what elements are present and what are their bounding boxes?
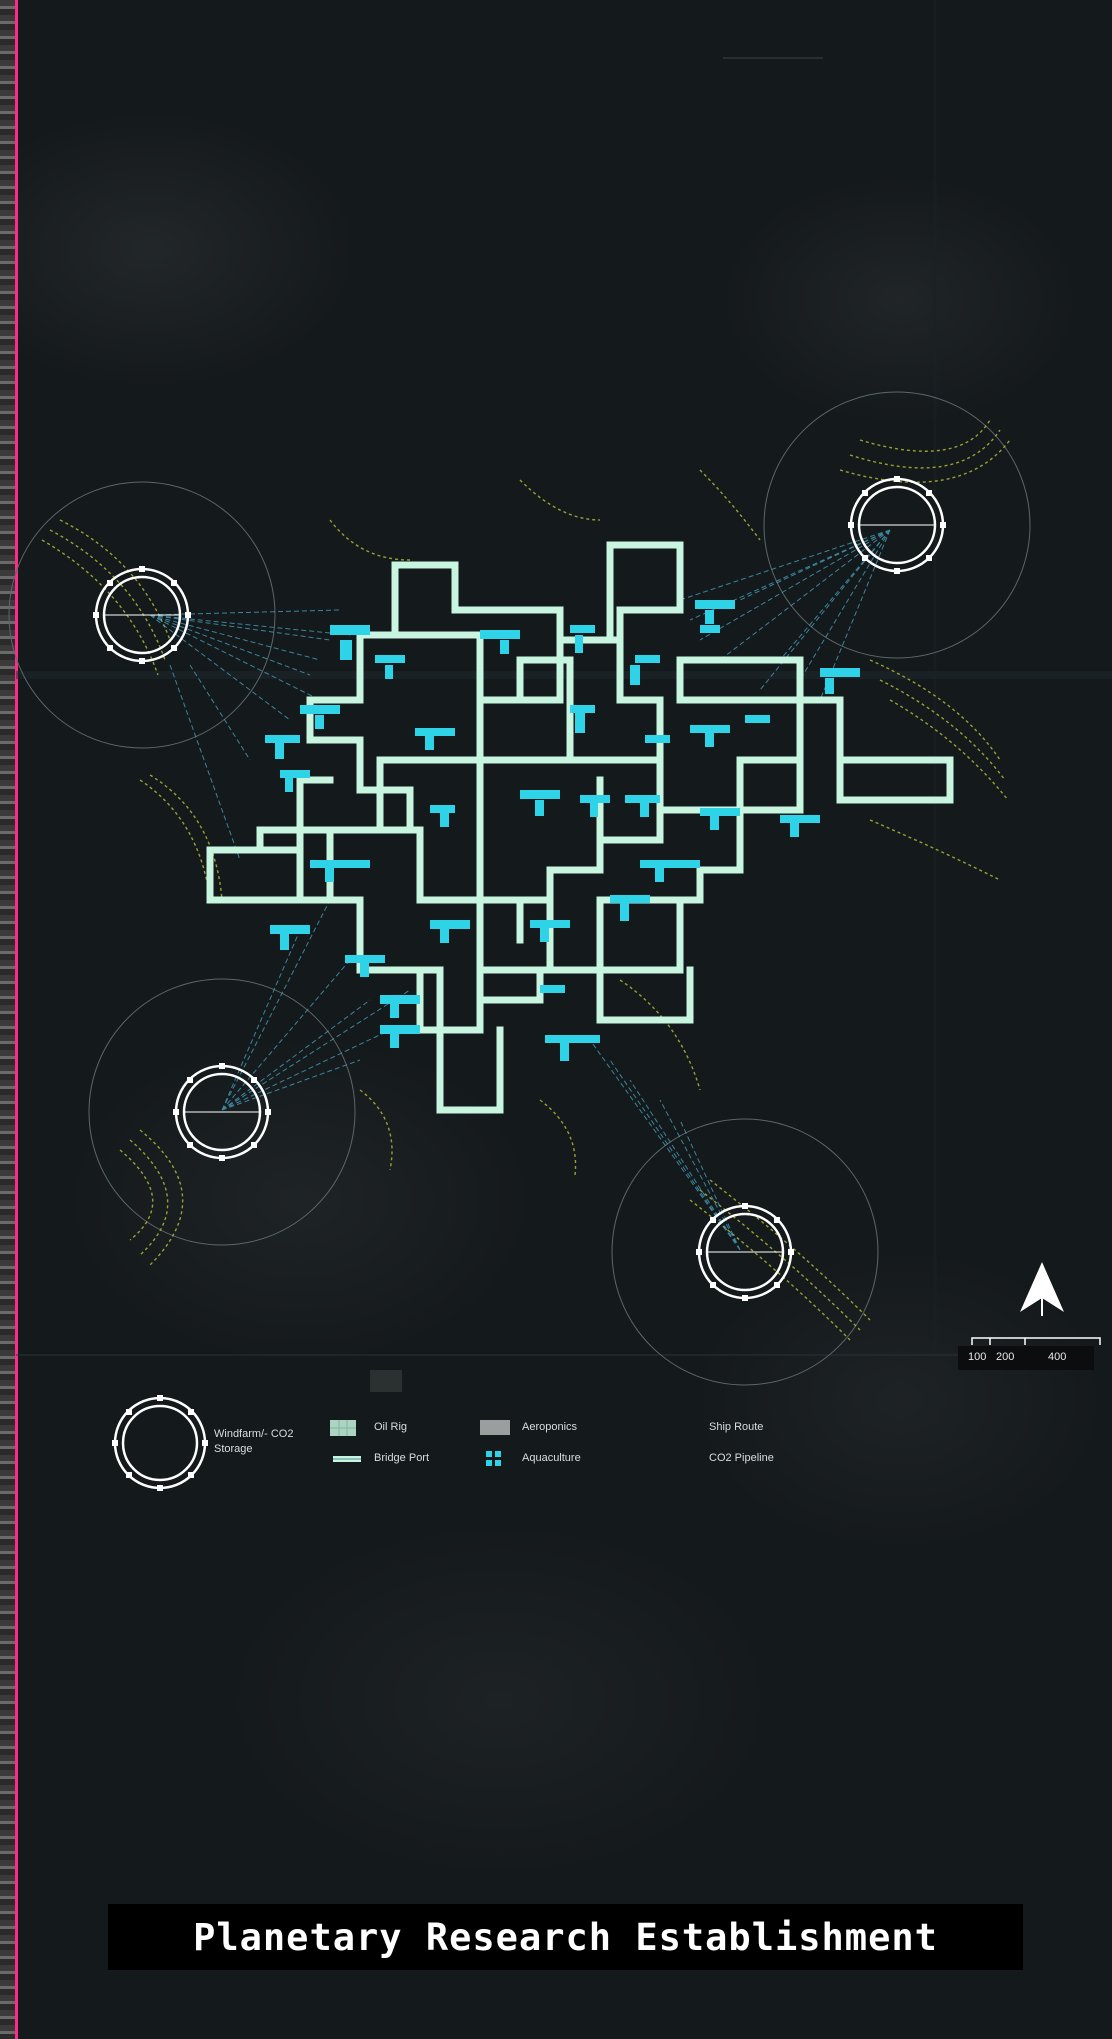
left-accent-line bbox=[15, 0, 18, 2039]
scale-label-400: 400 bbox=[1048, 1351, 1067, 1363]
scale-label-100: 100 bbox=[968, 1351, 987, 1363]
legend-bridge-port-label: Bridge Port bbox=[374, 1452, 430, 1464]
oil-rig-network bbox=[206, 541, 954, 1114]
page-title: Planetary Research Establishment bbox=[193, 1915, 938, 1959]
windfarm-zones bbox=[8, 391, 1031, 1386]
legend-co2-pipeline-label: CO2 Pipeline bbox=[709, 1452, 774, 1464]
wind-wake-arcs bbox=[41, 419, 1011, 1341]
legend-oil-rig-label: Oil Rig bbox=[374, 1421, 408, 1433]
aquaculture-clusters bbox=[265, 600, 860, 1061]
legend-aeroponics-symbol bbox=[480, 1420, 510, 1435]
legend-aquaculture-symbol bbox=[486, 1451, 501, 1466]
scale-labels: 100 200 400 bbox=[958, 1346, 1094, 1370]
left-edge-strip bbox=[0, 0, 16, 2039]
co2-pipelines bbox=[149, 529, 891, 1251]
legend-bridge-port-symbol bbox=[333, 1456, 361, 1462]
legend-aquaculture-label: Aquaculture bbox=[522, 1452, 581, 1464]
windfarm-rings bbox=[94, 477, 945, 1300]
north-arrow-icon bbox=[1020, 1262, 1064, 1316]
legend-texture-swatch bbox=[370, 1370, 402, 1392]
legend-windfarm-label: Windfarm/- CO2 Storage bbox=[214, 1428, 294, 1455]
scale-label-200: 200 bbox=[996, 1351, 1015, 1363]
scale-bar bbox=[971, 1337, 1101, 1345]
title-bar: Planetary Research Establishment bbox=[108, 1904, 1023, 1970]
legend-oil-rig-symbol bbox=[330, 1420, 356, 1436]
legend-ship-route-label: Ship Route bbox=[709, 1421, 764, 1433]
windfarm-ring-dividers bbox=[104, 524, 935, 1253]
legend-aeroponics-label: Aeroponics bbox=[522, 1421, 578, 1433]
turbine-markers bbox=[93, 476, 946, 1301]
